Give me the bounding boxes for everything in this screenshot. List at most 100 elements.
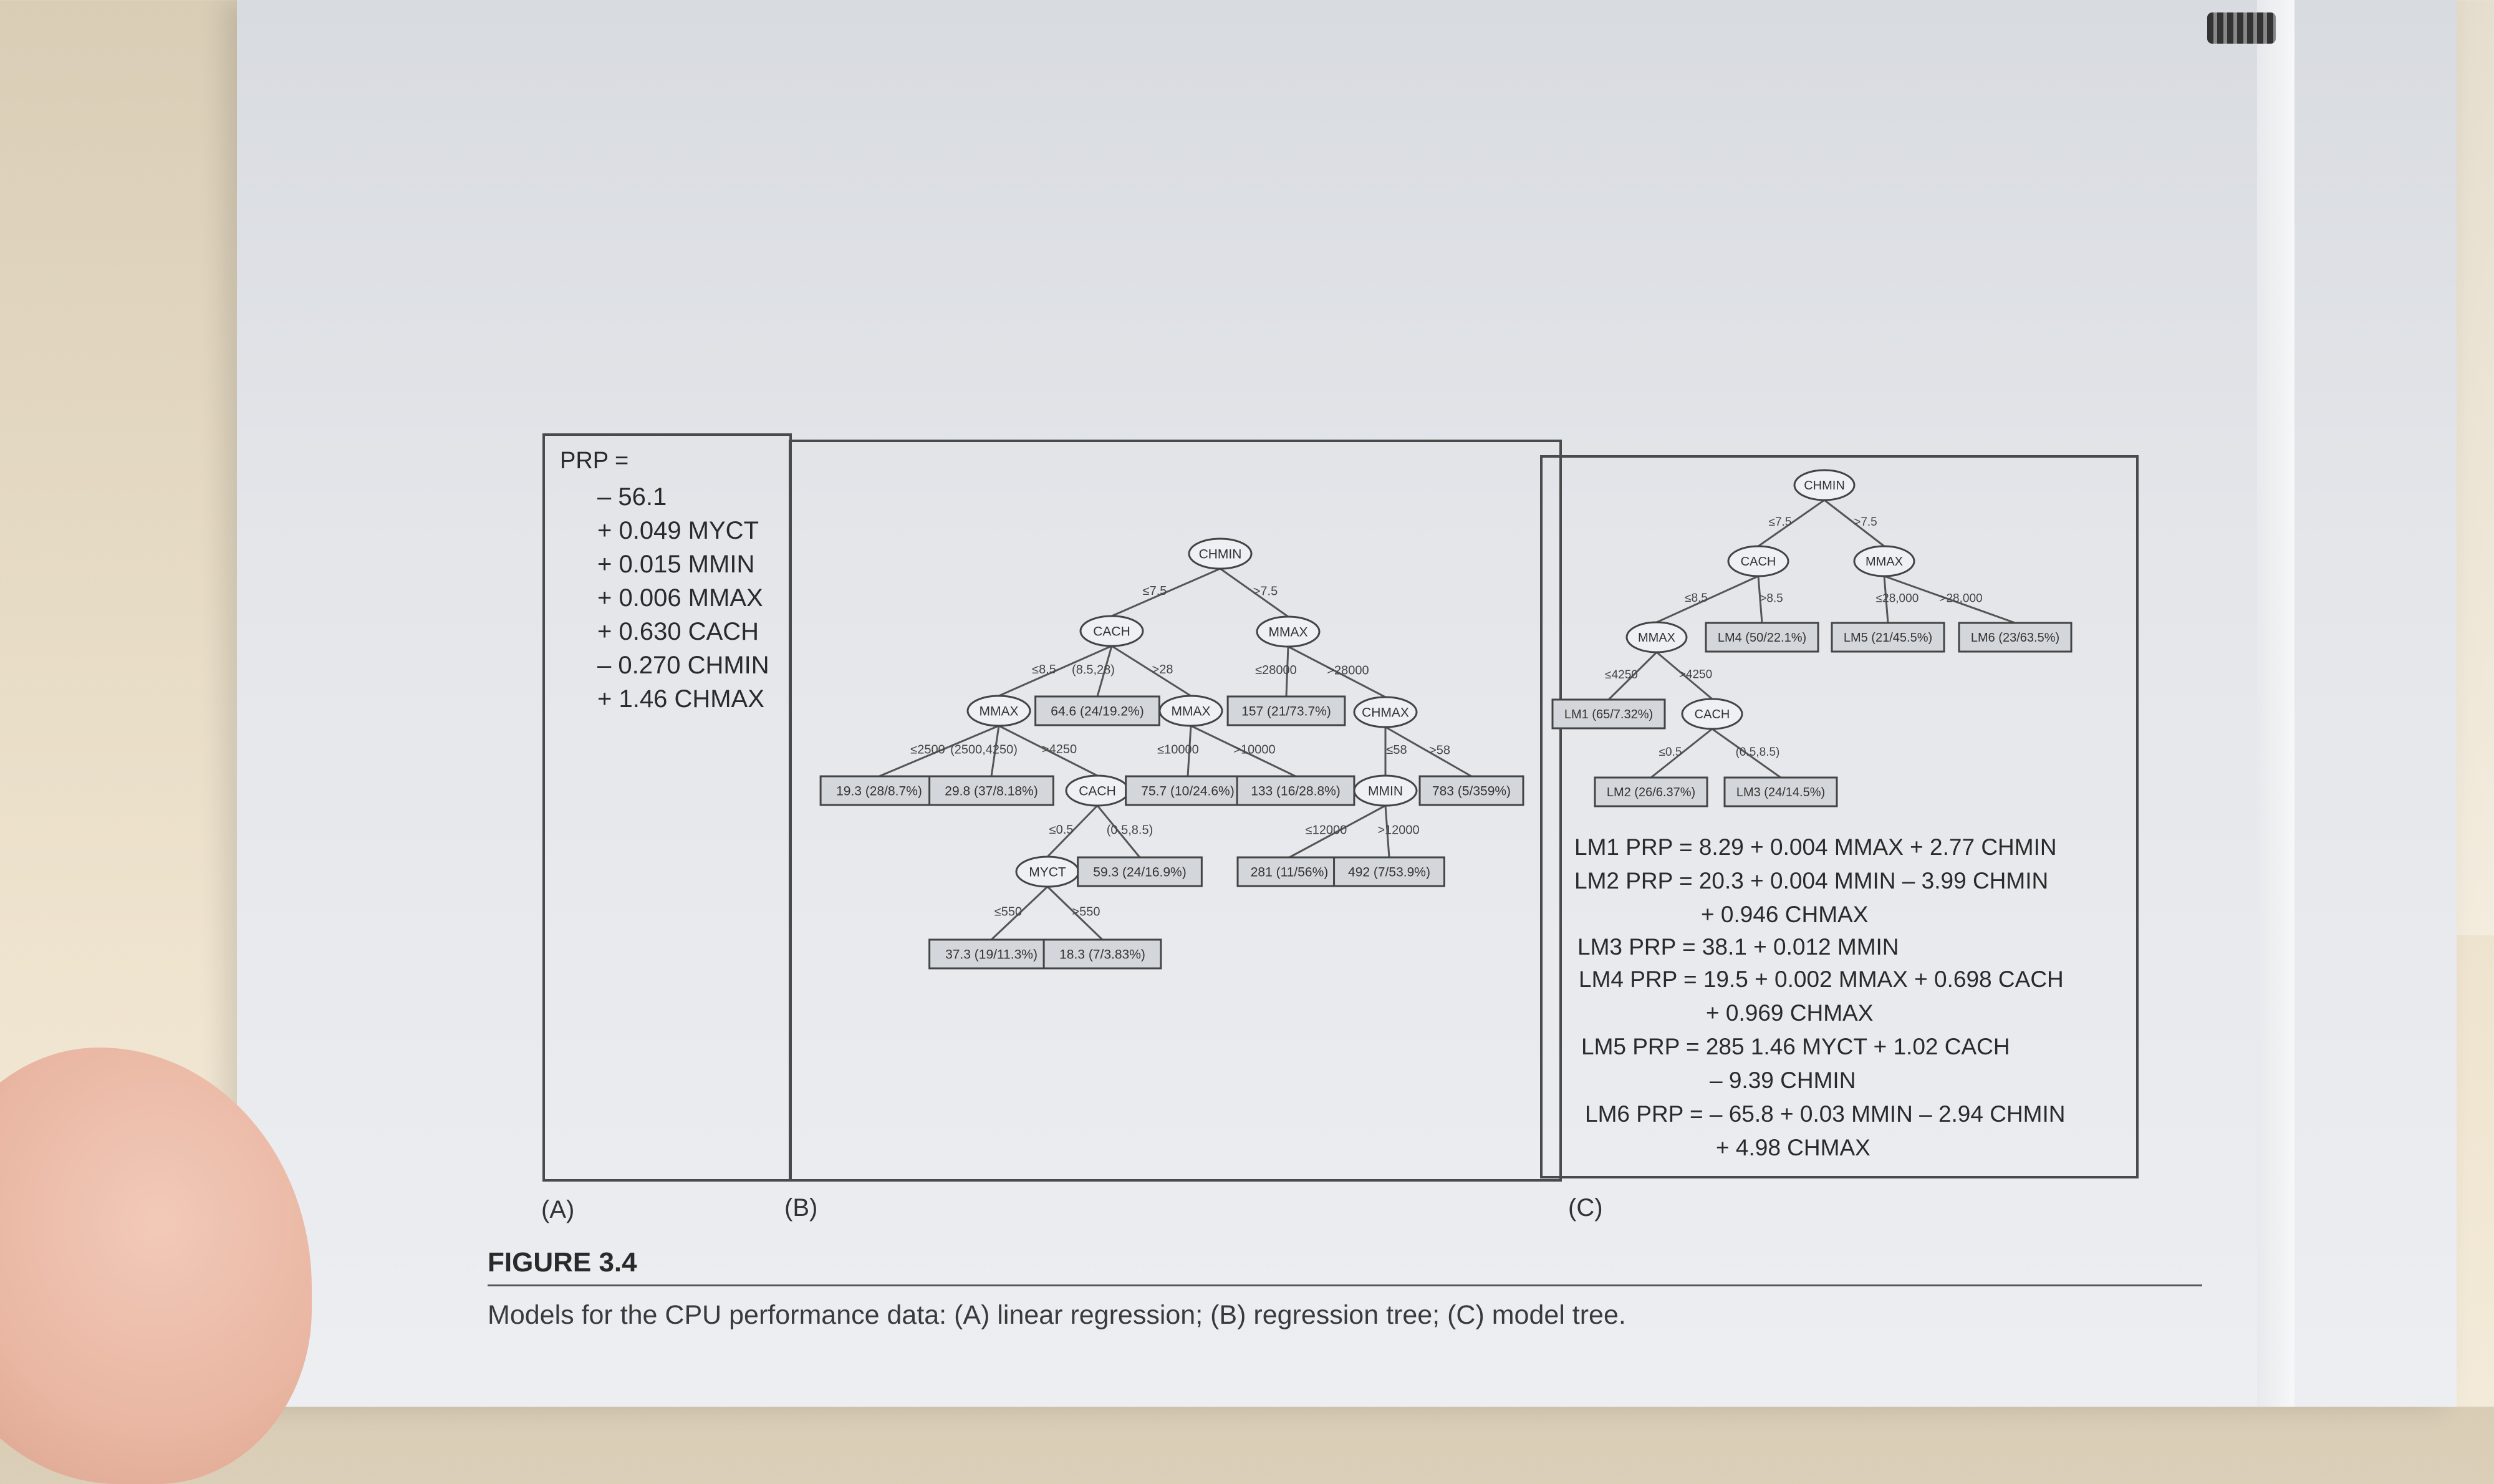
edge-label: ≤4250 xyxy=(1605,668,1638,682)
tree-edge xyxy=(1385,726,1472,778)
node-label: 37.3 (19/11.3%) xyxy=(945,948,1038,962)
node-label: CHMAX xyxy=(1362,706,1409,720)
lm-equation: – 9.39 CHMIN xyxy=(1710,1067,1856,1093)
node-label: 59.3 (24/16.9%) xyxy=(1093,865,1186,880)
tree-edge xyxy=(1757,576,1763,624)
node-label: 157 (21/73.7%) xyxy=(1241,705,1331,719)
panel-c-frame xyxy=(1540,455,2139,1178)
split-node xyxy=(1793,469,1856,501)
tree-edge xyxy=(1656,651,1713,700)
split-node xyxy=(1256,615,1321,648)
node-label: MMAX xyxy=(1866,555,1903,569)
tree-edge xyxy=(1220,567,1289,618)
edge-label: >4250 xyxy=(1679,668,1712,682)
tree-edge xyxy=(1046,804,1099,858)
edge-label: ≤7.5 xyxy=(1143,584,1167,598)
node-label: LM3 (24/14.5%) xyxy=(1736,786,1825,799)
leaf-node xyxy=(928,775,1054,806)
split-node xyxy=(1353,696,1418,728)
page-edge xyxy=(2257,0,2294,1407)
tree-edge xyxy=(879,725,999,778)
edge-label: ≤550 xyxy=(994,905,1022,919)
lm-equation: LM4 PRP = 19.5 + 0.002 MMAX + 0.698 CACH xyxy=(1579,966,2064,992)
figure-caption: Models for the CPU performance data: (A)… xyxy=(488,1300,1626,1330)
tree-edge xyxy=(1096,645,1113,697)
lr-term: + 0.006 MMAX xyxy=(597,584,763,612)
leaf-node xyxy=(1594,776,1708,807)
node-label: MMAX xyxy=(980,705,1019,719)
leaf-node xyxy=(1551,698,1666,730)
edge-label: ≤0.5 xyxy=(1659,746,1682,759)
node-label: CHMIN xyxy=(1199,547,1242,562)
tree-edge xyxy=(998,725,1098,777)
lm-equation: LM1 PRP = 8.29 + 0.004 MMAX + 2.77 CHMIN xyxy=(1574,834,2057,860)
leaf-node xyxy=(1418,775,1524,806)
panel-label-a: (A) xyxy=(541,1196,575,1223)
panel-label-c: (C) xyxy=(1568,1194,1603,1221)
regression-tree: ≤7.5>7.5≤8.5(8.5,28)>28≤28000>28000≤2500… xyxy=(819,537,1524,970)
split-node xyxy=(1853,545,1915,577)
tree-edge xyxy=(1046,885,1104,941)
split-node xyxy=(966,695,1031,727)
edge-label: (0.5,8.5) xyxy=(1736,746,1780,759)
edge-label: ≤58 xyxy=(1386,743,1407,757)
node-label: MYCT xyxy=(1029,865,1066,880)
edge-label: >28 xyxy=(1152,663,1173,677)
lm-equation: + 0.946 CHMAX xyxy=(1701,902,1869,927)
lr-term: + 0.630 CACH xyxy=(597,618,759,645)
tree-edge xyxy=(1607,651,1658,701)
tree-edge xyxy=(1285,646,1289,697)
leaf-node xyxy=(1723,776,1838,807)
model-tree: ≤7.5>7.5≤8.5>8.5≤28,000>28,000≤4250>4250… xyxy=(1551,469,2073,807)
leaf-node xyxy=(1958,622,2073,653)
tree-edge xyxy=(1758,499,1825,547)
node-label: 281 (11/56%) xyxy=(1251,865,1329,880)
node-label: 18.3 (7/3.83%) xyxy=(1059,948,1145,962)
node-label: LM1 (65/7.32%) xyxy=(1564,708,1653,721)
tree-edge xyxy=(1187,725,1192,777)
lm-equation: LM6 PRP = – 65.8 + 0.03 MMIN – 2.94 CHMI… xyxy=(1585,1101,2066,1127)
node-label: 492 (7/53.9%) xyxy=(1348,865,1430,880)
figure-title: FIGURE 3.4 xyxy=(488,1247,637,1278)
node-label: 783 (5/359%) xyxy=(1432,784,1511,799)
edge-label: ≤28,000 xyxy=(1876,592,1919,605)
node-label: 29.8 (37/8.18%) xyxy=(945,784,1038,799)
tree-diagrams: ≤7.5>7.5≤8.5(8.5,28)>28≤28000>28000≤2500… xyxy=(819,469,2073,970)
node-label: CACH xyxy=(1079,784,1116,799)
edge-label: >4250 xyxy=(1042,743,1077,756)
node-label: CACH xyxy=(1695,708,1730,721)
tree-edge xyxy=(990,885,1049,941)
leaf-node xyxy=(1333,856,1445,887)
edge-label: ≤10000 xyxy=(1157,743,1199,757)
leaf-node xyxy=(928,938,1054,970)
tree-edge xyxy=(1190,725,1296,778)
leaf-node xyxy=(1077,856,1203,887)
lm-equation: LM5 PRP = 285 1.46 MYCT + 1.02 CACH xyxy=(1581,1034,2010,1059)
leaf-node xyxy=(1236,856,1342,887)
lr-term: – 56.1 xyxy=(597,483,667,511)
tree-edge xyxy=(1656,575,1759,624)
lr-term: + 0.049 MYCT xyxy=(597,517,759,544)
tree-edge xyxy=(1111,567,1221,617)
split-node xyxy=(1158,695,1223,727)
node-label: CACH xyxy=(1741,555,1776,569)
linear-regression-head: PRP = xyxy=(560,448,629,474)
leaf-node xyxy=(1125,775,1251,806)
node-label: LM2 (26/6.37%) xyxy=(1607,786,1695,799)
tree-edge xyxy=(1712,728,1781,779)
edge-label: >10000 xyxy=(1233,743,1275,757)
edge-label: ≤8.5 xyxy=(1032,663,1056,677)
edge-label: (2500,4250) xyxy=(950,743,1018,757)
lm-equation: LM3 PRP = 38.1 + 0.012 MMIN xyxy=(1577,934,1899,960)
split-node xyxy=(1681,698,1743,730)
leaf-node xyxy=(1236,775,1355,806)
split-node xyxy=(1353,774,1418,807)
edge-label: ≤8.5 xyxy=(1685,592,1708,605)
tree-edge xyxy=(1884,575,2016,624)
tree-edge xyxy=(1384,805,1390,858)
node-label: MMIN xyxy=(1368,784,1403,799)
lr-term: + 1.46 CHMAX xyxy=(597,685,764,713)
edge-label: ≤12000 xyxy=(1306,824,1347,837)
split-node xyxy=(1727,545,1789,577)
edge-label: ≤0.5 xyxy=(1049,823,1074,837)
